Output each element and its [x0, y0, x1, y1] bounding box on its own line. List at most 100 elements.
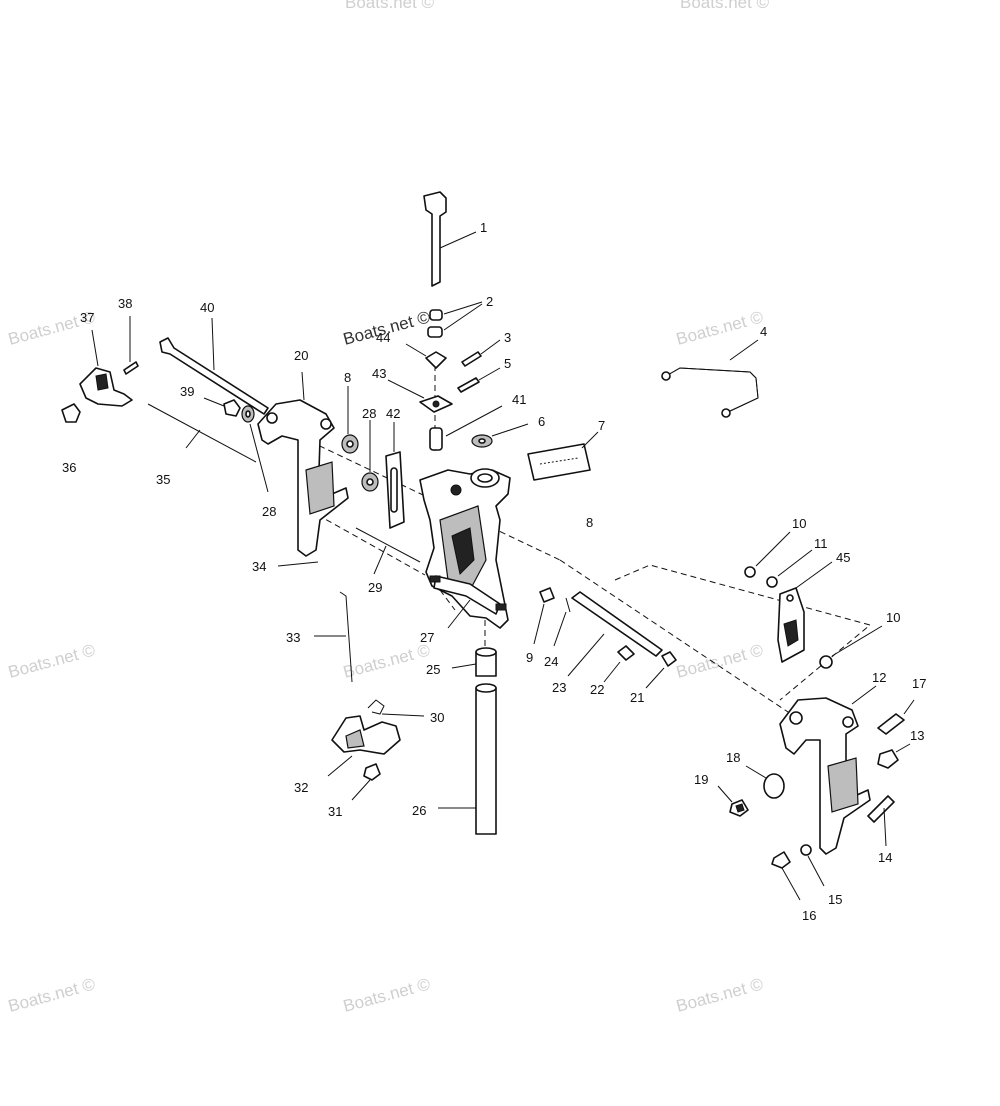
part-14-bolt	[867, 795, 895, 847]
callout-28: 28	[362, 406, 376, 421]
callout-45: 45	[836, 550, 850, 565]
callout-2: 2	[486, 294, 493, 309]
callout-36: 36	[62, 460, 76, 475]
part-35-rod	[147, 403, 257, 463]
callout-5: 5	[504, 356, 511, 371]
part-24-pin	[553, 597, 571, 647]
part-19-nut	[717, 785, 749, 817]
callout-13: 13	[910, 728, 924, 743]
callout-15: 15	[828, 892, 842, 907]
callout-42: 42	[386, 406, 400, 421]
part-29-spring	[355, 527, 421, 575]
part-3-pin	[461, 339, 501, 367]
callout-41: 41	[512, 392, 526, 407]
part-42-link	[385, 422, 405, 529]
part-31-nut	[351, 763, 381, 801]
part-15-washer	[800, 844, 825, 887]
part-32-clamp	[327, 715, 401, 777]
part-22-grease-fitting	[603, 645, 635, 683]
part-16-nut	[771, 851, 801, 901]
callout-25: 25	[426, 662, 440, 677]
callout-26: 26	[412, 803, 426, 818]
part-28-washer	[241, 405, 269, 493]
watermark-layer: Boats.net © Boats.net © Boats.net © Boat…	[6, 0, 769, 1016]
callout-33: 33	[286, 630, 300, 645]
swivel-bracket	[419, 468, 511, 629]
callout-43: 43	[372, 366, 386, 381]
callout-18: 18	[726, 750, 740, 765]
callout-23: 23	[552, 680, 566, 695]
part-40-bolt	[159, 317, 269, 415]
callout-39: 39	[180, 384, 194, 399]
part-9-clip	[533, 587, 555, 645]
part-38-pin	[123, 316, 139, 375]
part-12-clamp-bracket	[779, 685, 877, 855]
callout-16: 16	[802, 908, 816, 923]
part-23-shaft	[567, 591, 663, 677]
callout-12: 12	[872, 670, 886, 685]
callout-34: 34	[252, 559, 266, 574]
callout-4: 4	[760, 324, 767, 339]
callout-9: 9	[526, 650, 533, 665]
callout-38: 38	[118, 296, 132, 311]
callout-14: 14	[878, 850, 892, 865]
part-20-clamp-bracket	[257, 371, 349, 557]
part-36-knob	[61, 403, 81, 423]
part-10-screw	[744, 531, 791, 578]
watermark: Boats.net ©	[674, 640, 765, 682]
part-25-bushing	[451, 647, 497, 677]
callout-1: 1	[480, 220, 487, 235]
callout-28: 28	[262, 504, 276, 519]
watermark: Boats.net ©	[674, 307, 765, 349]
callout-17: 17	[912, 676, 926, 691]
watermark: Boats.net ©	[6, 640, 97, 682]
callout-29: 29	[368, 580, 382, 595]
callout-6: 6	[538, 414, 545, 429]
callout-35: 35	[156, 472, 170, 487]
watermark: Boats.net ©	[345, 0, 435, 12]
callout-37: 37	[80, 310, 94, 325]
callout-8: 8	[344, 370, 351, 385]
part-45-plate	[777, 561, 833, 663]
part-17-bolt	[877, 699, 915, 735]
callout-30: 30	[430, 710, 444, 725]
callout-19: 19	[694, 772, 708, 787]
callout-3: 3	[504, 330, 511, 345]
callout-10: 10	[886, 610, 900, 625]
callout-20: 20	[294, 348, 308, 363]
part-30-spring-clip	[367, 699, 425, 717]
part-34-spring-end	[277, 561, 319, 567]
callout-11: 11	[814, 536, 828, 551]
part-26-tube	[438, 683, 497, 835]
part-5-pin	[457, 367, 501, 393]
callout-10: 10	[792, 516, 806, 531]
part-4-rod	[661, 339, 759, 418]
part-11-washer	[766, 549, 813, 588]
callout-7: 7	[598, 418, 605, 433]
part-44-washer	[405, 343, 447, 369]
part-10-screw-b	[819, 625, 883, 669]
part-37-latch	[79, 329, 133, 407]
part-18-washer	[745, 765, 785, 799]
callout-40: 40	[200, 300, 214, 315]
watermark: Boats.net ©	[674, 974, 765, 1016]
watermark: Boats.net ©	[680, 0, 770, 12]
part-7-decal	[527, 431, 599, 481]
callout-21: 21	[630, 690, 644, 705]
part-39-knob	[203, 397, 241, 417]
part-43-plate	[387, 379, 453, 413]
callout-24: 24	[544, 654, 558, 669]
part-28-washer-b	[361, 420, 379, 492]
callout-27: 27	[420, 630, 434, 645]
part-6-washer	[471, 423, 529, 448]
watermark: Boats.net ©	[341, 640, 432, 682]
watermark: Boats.net ©	[341, 974, 432, 1016]
part-2-nuts	[427, 301, 483, 338]
part-33-rod	[314, 591, 353, 683]
callout-31: 31	[328, 804, 342, 819]
part-8-washer	[341, 386, 359, 454]
part-1-pin-rod	[423, 191, 477, 287]
watermark: Boats.net ©	[6, 974, 97, 1016]
part-21-nut	[645, 651, 677, 689]
